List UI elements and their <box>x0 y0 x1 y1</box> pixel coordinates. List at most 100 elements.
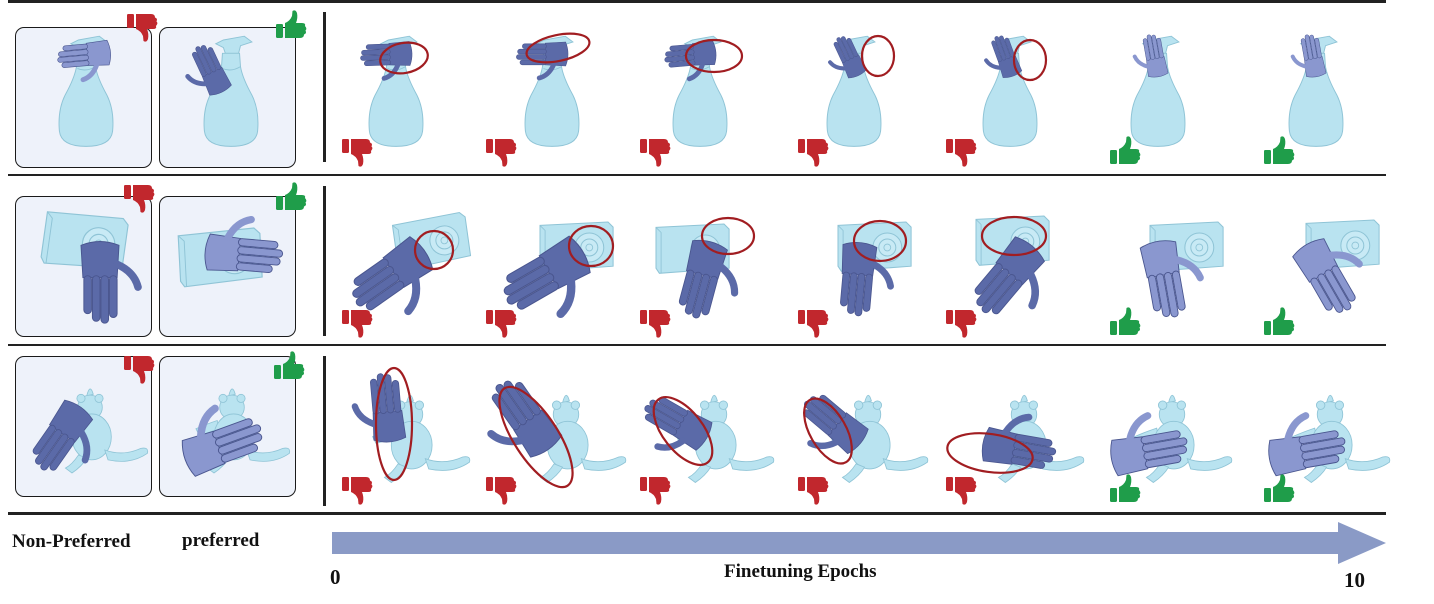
finger <box>516 281 559 310</box>
finger <box>200 45 217 73</box>
finger <box>1324 269 1352 311</box>
finger <box>1142 437 1188 453</box>
thumbs-down-icon <box>946 139 977 167</box>
failure-highlight-circle <box>652 396 714 466</box>
failure-highlight-circle <box>374 366 414 482</box>
robot-hand <box>351 373 407 443</box>
failure-highlight-circle <box>413 229 455 271</box>
thumbs-up-icon <box>276 10 307 39</box>
thumbs-down-icon <box>946 310 977 338</box>
finger <box>803 400 837 430</box>
finger <box>100 275 110 324</box>
finger <box>862 273 873 312</box>
non-preferred-label: Non-Preferred <box>12 531 131 552</box>
robot-hand <box>1139 240 1204 318</box>
failure-highlight-circle <box>1012 38 1048 82</box>
finger <box>215 424 262 447</box>
robot-hand <box>1110 412 1188 477</box>
finger <box>1151 34 1160 59</box>
finger <box>503 264 550 296</box>
finger <box>503 380 534 421</box>
finger <box>384 374 395 414</box>
finger <box>1302 454 1340 469</box>
thumbs-up-icon <box>1110 136 1141 164</box>
robot-hand <box>1292 238 1363 313</box>
finger <box>840 36 854 59</box>
finger <box>1140 430 1181 445</box>
finger <box>35 429 63 465</box>
robot-hand <box>1132 34 1169 78</box>
axis-end-label: 10 <box>1344 568 1365 592</box>
thumbs-down-icon <box>486 310 517 338</box>
failure-highlight-circle <box>684 38 744 74</box>
finger <box>974 263 1003 295</box>
finger <box>506 256 545 283</box>
finger <box>1298 430 1339 445</box>
bottom-rule <box>8 512 1386 515</box>
thumbs-down-icon <box>798 139 829 167</box>
finger <box>62 43 88 52</box>
finger <box>506 273 555 305</box>
failure-highlight-circle <box>700 216 756 256</box>
failure-highlight-circle <box>946 432 1034 474</box>
column-divider <box>323 12 326 162</box>
finger <box>991 40 1002 62</box>
column-divider <box>323 356 326 506</box>
thumbs-down-icon <box>342 310 373 338</box>
failure-highlight-circle <box>852 219 908 263</box>
finger <box>49 437 75 471</box>
finger <box>109 275 118 318</box>
finger <box>91 275 101 322</box>
finger <box>999 35 1011 59</box>
row-divider <box>8 344 1386 346</box>
robot-hand-non-preferred <box>57 39 111 83</box>
robot-hand <box>840 242 894 317</box>
finger <box>217 433 263 455</box>
finger <box>365 280 405 311</box>
thumbs-down-icon <box>342 477 373 505</box>
finger <box>353 258 389 286</box>
thumbs-up-icon <box>1264 136 1295 164</box>
finger <box>212 418 253 439</box>
finger <box>495 383 527 426</box>
finger <box>237 246 284 258</box>
finger <box>836 37 850 61</box>
finger <box>1146 34 1155 60</box>
finger <box>1309 34 1318 59</box>
failure-highlight-circle <box>498 385 574 489</box>
robot-hand <box>1290 34 1327 78</box>
failure-highlight-circle <box>525 32 591 64</box>
finger <box>236 254 281 266</box>
finger <box>701 275 718 316</box>
finetuning-epochs-arrow <box>332 522 1386 564</box>
finger <box>355 273 400 307</box>
thumbs-down-icon <box>124 356 155 384</box>
robot-hand <box>1268 412 1346 477</box>
finger <box>1155 273 1171 317</box>
finger <box>40 433 69 471</box>
finger <box>976 268 1010 307</box>
finger <box>1171 270 1186 311</box>
finger <box>1147 274 1162 312</box>
finger <box>61 60 90 68</box>
finger <box>1142 38 1151 61</box>
finger <box>364 59 391 67</box>
finger <box>846 37 859 57</box>
robot-hand-non-preferred <box>32 399 94 471</box>
finger <box>220 443 258 463</box>
failure-highlight-circle <box>567 224 615 268</box>
finger <box>994 36 1007 61</box>
finger <box>57 54 89 63</box>
failure-highlight-circle <box>980 215 1048 257</box>
thumbs-down-icon <box>640 477 671 505</box>
thumbs-down-icon <box>640 139 671 167</box>
failure-highlight-circle <box>379 41 429 75</box>
finger <box>1310 277 1333 311</box>
thumbs-up-icon <box>1264 307 1295 335</box>
robot-hand-non-preferred <box>80 241 142 324</box>
finger <box>1331 265 1356 302</box>
robot-hand-preferred <box>204 215 284 273</box>
finger <box>644 413 678 436</box>
finger <box>809 396 842 425</box>
